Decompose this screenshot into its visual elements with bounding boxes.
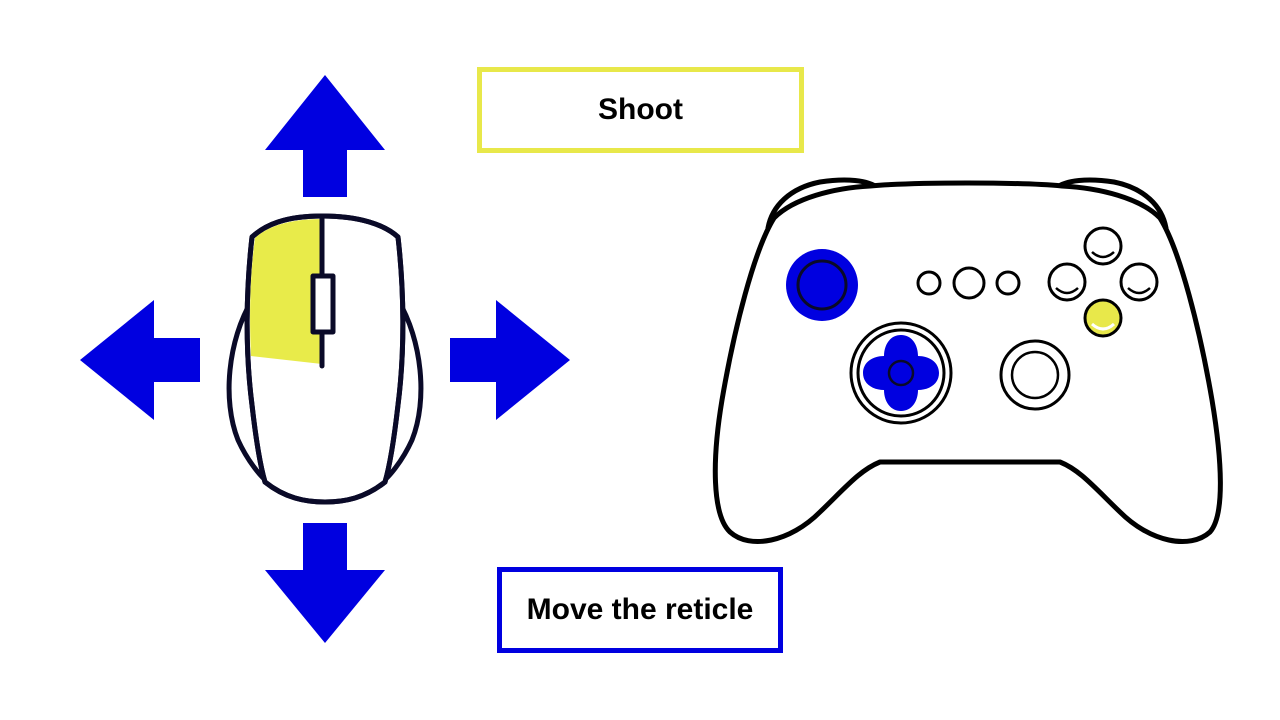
arrow-left-icon <box>80 300 200 420</box>
select-button <box>916 270 942 296</box>
shoot-label-box: Shoot <box>477 67 804 153</box>
start-button <box>995 270 1021 296</box>
mouse-body-outline <box>244 213 406 505</box>
controller-body <box>712 180 1223 545</box>
face-button-top-glyph <box>1091 251 1115 259</box>
face-button-right <box>1119 262 1159 302</box>
left-stick-cap <box>796 259 848 311</box>
shoot-label: Shoot <box>598 93 683 126</box>
face-button-right-glyph <box>1127 287 1151 295</box>
move-reticle-label: Move the reticle <box>526 593 754 626</box>
arrows-group <box>80 75 570 643</box>
arrow-right-icon <box>450 300 570 420</box>
face-button-left <box>1047 262 1087 302</box>
face-button-top <box>1083 226 1123 266</box>
arrow-up-icon <box>265 75 385 197</box>
right-stick-cap <box>1010 350 1060 400</box>
mouse-scroll-wheel <box>310 273 336 335</box>
home-button <box>952 266 986 300</box>
face-button-bottom-highlight <box>1083 298 1123 338</box>
move-reticle-label-box: Move the reticle <box>497 567 783 653</box>
face-buttons <box>1047 226 1159 338</box>
face-button-left-glyph <box>1055 287 1079 295</box>
gamepad-icon <box>712 177 1223 545</box>
dpad-center <box>887 359 915 387</box>
mouse-icon <box>226 213 424 505</box>
face-button-bottom-glyph <box>1090 322 1116 331</box>
arrow-down-icon <box>265 523 385 643</box>
mouse-left-button-highlight <box>250 219 322 364</box>
